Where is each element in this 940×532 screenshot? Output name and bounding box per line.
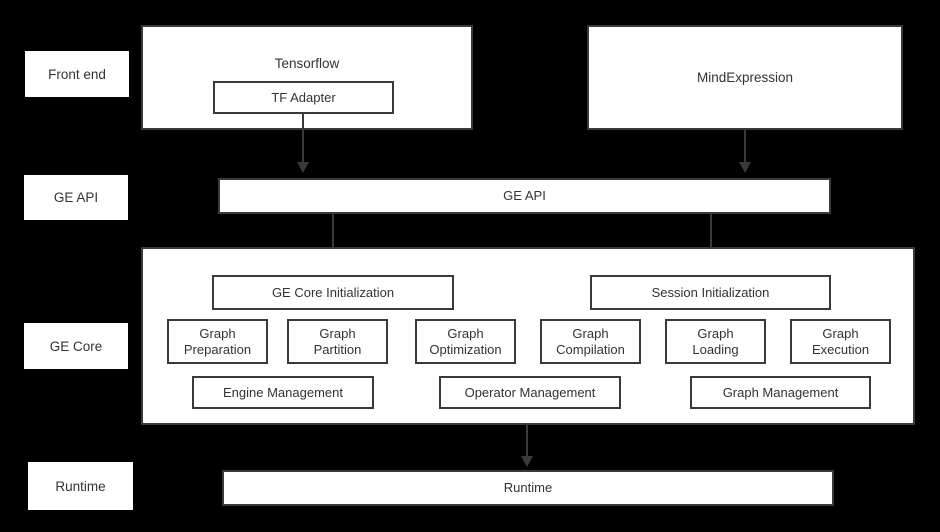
engine-management-box: Engine Management xyxy=(192,376,374,409)
layer-label-ge-core-text: GE Core xyxy=(49,338,103,354)
layer-label-ge-api: GE API xyxy=(24,175,128,220)
connector-tfadapter-to-geapi xyxy=(302,114,304,164)
runtime-bar: Runtime xyxy=(222,470,834,506)
layer-label-front-end: Front end xyxy=(25,51,129,97)
runtime-bar-label: Runtime xyxy=(503,480,553,496)
engine-management-label: Engine Management xyxy=(223,384,343,400)
layer-label-front-end-text: Front end xyxy=(48,66,106,82)
graph-management-label: Graph Management xyxy=(722,384,839,400)
tensorflow-container: Tensorflow xyxy=(141,25,473,130)
session-initialization-label: Session Initialization xyxy=(651,284,770,300)
ge-api-bar: GE API xyxy=(218,178,831,214)
arrowhead-mindexpression-to-geapi xyxy=(739,162,751,173)
mindexpression-box: MindExpression xyxy=(587,25,903,130)
operator-management-label: Operator Management xyxy=(464,384,596,400)
arrowhead-tfadapter-to-geapi xyxy=(297,162,309,173)
tf-adapter-box: TF Adapter xyxy=(213,81,394,114)
operator-management-box: Operator Management xyxy=(439,376,621,409)
arrowhead-gecore-to-runtime xyxy=(521,456,533,467)
layer-label-runtime: Runtime xyxy=(28,462,133,510)
ge-api-bar-label: GE API xyxy=(503,188,546,204)
layer-label-ge-core: GE Core xyxy=(24,323,128,369)
session-initialization-box: Session Initialization xyxy=(590,275,831,310)
layer-label-ge-api-text: GE API xyxy=(53,190,99,205)
mindexpression-label: MindExpression xyxy=(696,69,794,85)
tensorflow-label: Tensorflow xyxy=(274,56,340,71)
tf-adapter-label: TF Adapter xyxy=(271,89,336,105)
connector-gecore-to-runtime xyxy=(526,424,528,458)
connector-mindexpression-to-geapi xyxy=(744,130,746,164)
ge-core-initialization-box: GE Core Initialization xyxy=(212,275,454,310)
layer-label-runtime-text: Runtime xyxy=(55,478,106,494)
connector-geapi-to-gecoreinit xyxy=(332,213,334,257)
connector-geapi-to-sessioninit xyxy=(710,213,712,257)
ge-core-initialization-label: GE Core Initialization xyxy=(271,284,395,300)
graph-management-box: Graph Management xyxy=(690,376,871,409)
